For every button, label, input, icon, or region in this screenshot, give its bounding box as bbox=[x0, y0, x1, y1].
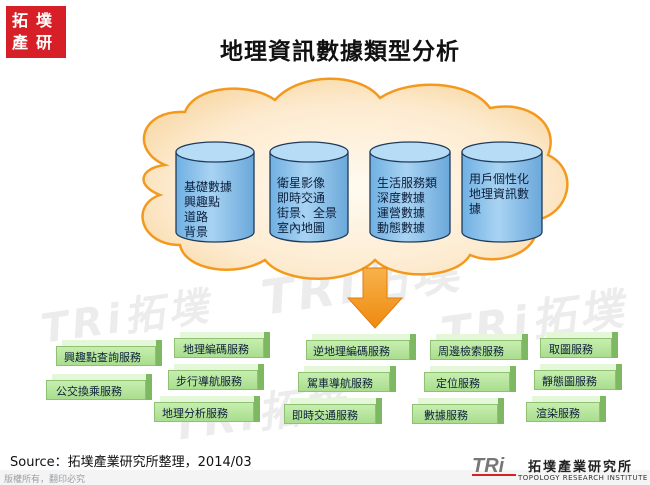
logo-char: 拓 bbox=[12, 11, 29, 30]
database-line: 動態數據 bbox=[377, 221, 426, 235]
service-label: 公交換乘服務 bbox=[56, 385, 122, 398]
brand-logo: 拓 墣 產 研 bbox=[6, 6, 66, 58]
service-label: 地理分析服務 bbox=[162, 407, 228, 420]
logo-char: 墣 bbox=[36, 11, 53, 30]
copyright-text: 版權所有，翻印必究 bbox=[4, 475, 86, 485]
service-label: 渲染服務 bbox=[536, 407, 580, 420]
database-label-1: 基礎數據 興趣點 道路 背景 bbox=[184, 180, 232, 240]
down-arrow-icon bbox=[346, 267, 404, 329]
database-line: 街景、全景 bbox=[277, 206, 338, 220]
tri-logo-icon: TRi bbox=[472, 455, 516, 477]
footer-org-subtitle: TOPOLOGY RESEARCH INSTITUTE bbox=[518, 474, 648, 482]
database-line: 深度數據 bbox=[377, 191, 426, 205]
service-label: 興趣點查詢服務 bbox=[64, 351, 141, 364]
service-label: 步行導航服務 bbox=[176, 375, 242, 388]
database-line: 即時交通 bbox=[277, 191, 326, 205]
database-line: 興趣點 bbox=[184, 195, 221, 209]
service-label: 數據服務 bbox=[424, 409, 468, 422]
database-line: 道路 bbox=[184, 210, 209, 224]
footer-bar bbox=[0, 470, 650, 485]
source-note: Source：拓墣產業研究所整理，2014/03 bbox=[10, 455, 252, 470]
service-label: 地理編碼服務 bbox=[183, 343, 249, 356]
service-label: 周邊檢索服務 bbox=[438, 345, 504, 358]
service-label: 駕車導航服務 bbox=[307, 377, 373, 390]
service-label: 定位服務 bbox=[436, 377, 480, 390]
database-line: 地理資訊數 bbox=[469, 187, 530, 201]
database-line: 室內地圖 bbox=[277, 221, 326, 235]
database-line: 背景 bbox=[184, 225, 209, 239]
database-cylinder-4 bbox=[461, 141, 543, 243]
database-cylinder-2 bbox=[269, 141, 349, 243]
database-line: 衛星影像 bbox=[277, 176, 326, 190]
service-label: 即時交通服務 bbox=[292, 409, 358, 422]
database-line: 運營數據 bbox=[377, 206, 426, 220]
database-line: 用戶個性化 bbox=[469, 172, 530, 186]
database-line: 生活服務類 bbox=[377, 176, 438, 190]
database-label-2: 衛星影像 即時交通 街景、全景 室內地圖 bbox=[277, 176, 337, 236]
database-line: 據 bbox=[469, 202, 482, 216]
service-label: 取圖服務 bbox=[549, 343, 593, 356]
database-label-4: 用戶個性化 地理資訊數 據 bbox=[469, 172, 529, 217]
page-title: 地理資訊數據類型分析 bbox=[220, 38, 460, 65]
service-label: 逆地理編碼服務 bbox=[313, 345, 390, 358]
tri-mark: TRi bbox=[472, 455, 505, 477]
footer-org-name: 拓墣產業研究所 bbox=[528, 460, 634, 475]
database-cylinder-1 bbox=[175, 141, 255, 243]
logo-char: 研 bbox=[36, 33, 53, 52]
logo-char: 產 bbox=[12, 33, 29, 52]
service-label: 靜態圖服務 bbox=[542, 375, 597, 388]
database-cylinder-3 bbox=[369, 141, 451, 243]
database-line: 基礎數據 bbox=[184, 180, 233, 194]
database-label-3: 生活服務類 深度數據 運營數據 動態數據 bbox=[377, 176, 437, 236]
